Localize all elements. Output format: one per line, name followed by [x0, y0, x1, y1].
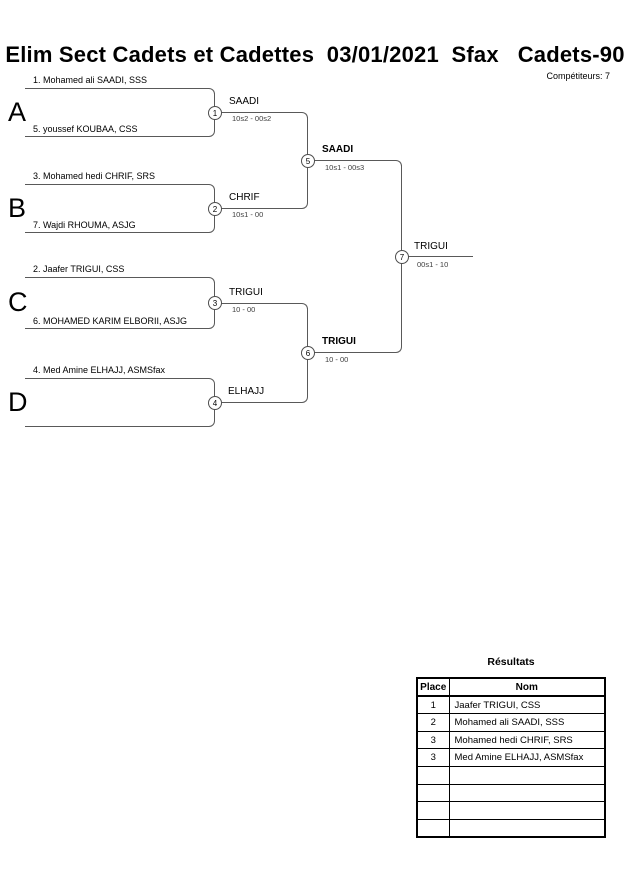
pool-letter-c: C	[8, 287, 28, 317]
results-header-row: Place Nom	[416, 677, 606, 697]
match-3-badge: 3	[208, 296, 222, 310]
results-row-5	[416, 766, 606, 785]
results-header-place: Place	[416, 677, 450, 697]
connector-match1-to-match5	[215, 112, 308, 161]
result-place: 2	[416, 713, 450, 732]
competitor-4: 4. Med Amine ELHAJJ, ASMSfax	[33, 365, 166, 375]
match-5-score: 10s1 - 00s3	[325, 163, 365, 172]
match-7-badge: 7	[395, 250, 409, 264]
result-place	[416, 801, 450, 820]
match-3-score: 10 - 00	[232, 305, 256, 314]
result-place: 3	[416, 748, 450, 767]
result-place: 1	[416, 695, 450, 715]
results-row-8	[416, 818, 606, 838]
results-row-6	[416, 783, 606, 803]
result-name: Jaafer TRIGUI, CSS	[448, 695, 606, 715]
pool-d-bracket	[25, 378, 215, 427]
competitors-count: Compétiteurs: 7	[546, 71, 610, 81]
match-6-score: 10 - 00	[325, 355, 349, 364]
competitor-6: 6. MOHAMED KARIM ELBORII, ASJG	[33, 316, 188, 326]
competitor-5: 5. youssef KOUBAA, CSS	[33, 124, 138, 134]
results-row-2: 2 Mohamed ali SAADI, SSS	[416, 713, 606, 732]
results-row-4: 3 Med Amine ELHAJJ, ASMSfax	[416, 748, 606, 767]
connector-match5-to-match7	[308, 160, 402, 257]
competitor-2: 2. Jaafer TRIGUI, CSS	[33, 264, 125, 274]
match-3-winner: TRIGUI	[229, 287, 263, 298]
connector-match3-to-match6	[215, 303, 308, 353]
match-1-badge: 1	[208, 106, 222, 120]
match-6-badge: 6	[301, 346, 315, 360]
result-name: Mohamed ali SAADI, SSS	[448, 713, 606, 732]
match-4-badge: 4	[208, 396, 222, 410]
competitor-1: 1. Mohamed ali SAADI, SSS	[33, 75, 148, 85]
result-place	[416, 783, 450, 803]
page-title: Elim Sect Cadets et Cadettes 03/01/2021 …	[5, 42, 625, 67]
pool-letter-a: A	[8, 97, 27, 127]
competitor-3: 3. Mohamed hedi CHRIF, SRS	[33, 171, 156, 181]
connector-match4-to-match6	[215, 353, 308, 403]
match-7-winner: TRIGUI	[414, 241, 448, 252]
result-name	[448, 818, 606, 838]
match-5-winner: SAADI	[322, 144, 354, 155]
match-6-winner: TRIGUI	[322, 336, 356, 347]
result-name: Med Amine ELHAJJ, ASMSfax	[448, 748, 606, 767]
match-2-score: 10s1 - 00	[232, 210, 264, 219]
pool-letter-d: D	[8, 387, 28, 417]
results-title: Résultats	[487, 656, 535, 668]
results-row-7	[416, 801, 606, 820]
results-table: Place Nom 1 Jaafer TRIGUI, CSS 2 Mohamed…	[416, 677, 606, 838]
pool-letter-b: B	[8, 193, 27, 223]
match-5-badge: 5	[301, 154, 315, 168]
result-place	[416, 766, 450, 785]
match-2-winner: CHRIF	[229, 192, 260, 203]
connector-match2-to-match5	[215, 160, 308, 209]
champion-line	[402, 256, 473, 257]
result-name	[448, 801, 606, 820]
result-place	[416, 818, 450, 838]
connector-match6-to-match7	[308, 257, 402, 353]
result-name	[448, 783, 606, 803]
result-name	[448, 766, 606, 785]
match-1-winner: SAADI	[229, 96, 260, 107]
result-name: Mohamed hedi CHRIF, SRS	[448, 730, 606, 750]
results-row-1: 1 Jaafer TRIGUI, CSS	[416, 695, 606, 715]
results-row-3: 3 Mohamed hedi CHRIF, SRS	[416, 730, 606, 750]
match-1-score: 10s2 - 00s2	[232, 114, 272, 123]
match-4-winner: ELHAJJ	[228, 386, 265, 397]
match-2-badge: 2	[208, 202, 222, 216]
result-place: 3	[416, 730, 450, 750]
match-7-score: 00s1 - 10	[417, 260, 449, 269]
competitor-7: 7. Wajdi RHOUMA, ASJG	[33, 220, 136, 230]
results-header-nom: Nom	[448, 677, 606, 697]
